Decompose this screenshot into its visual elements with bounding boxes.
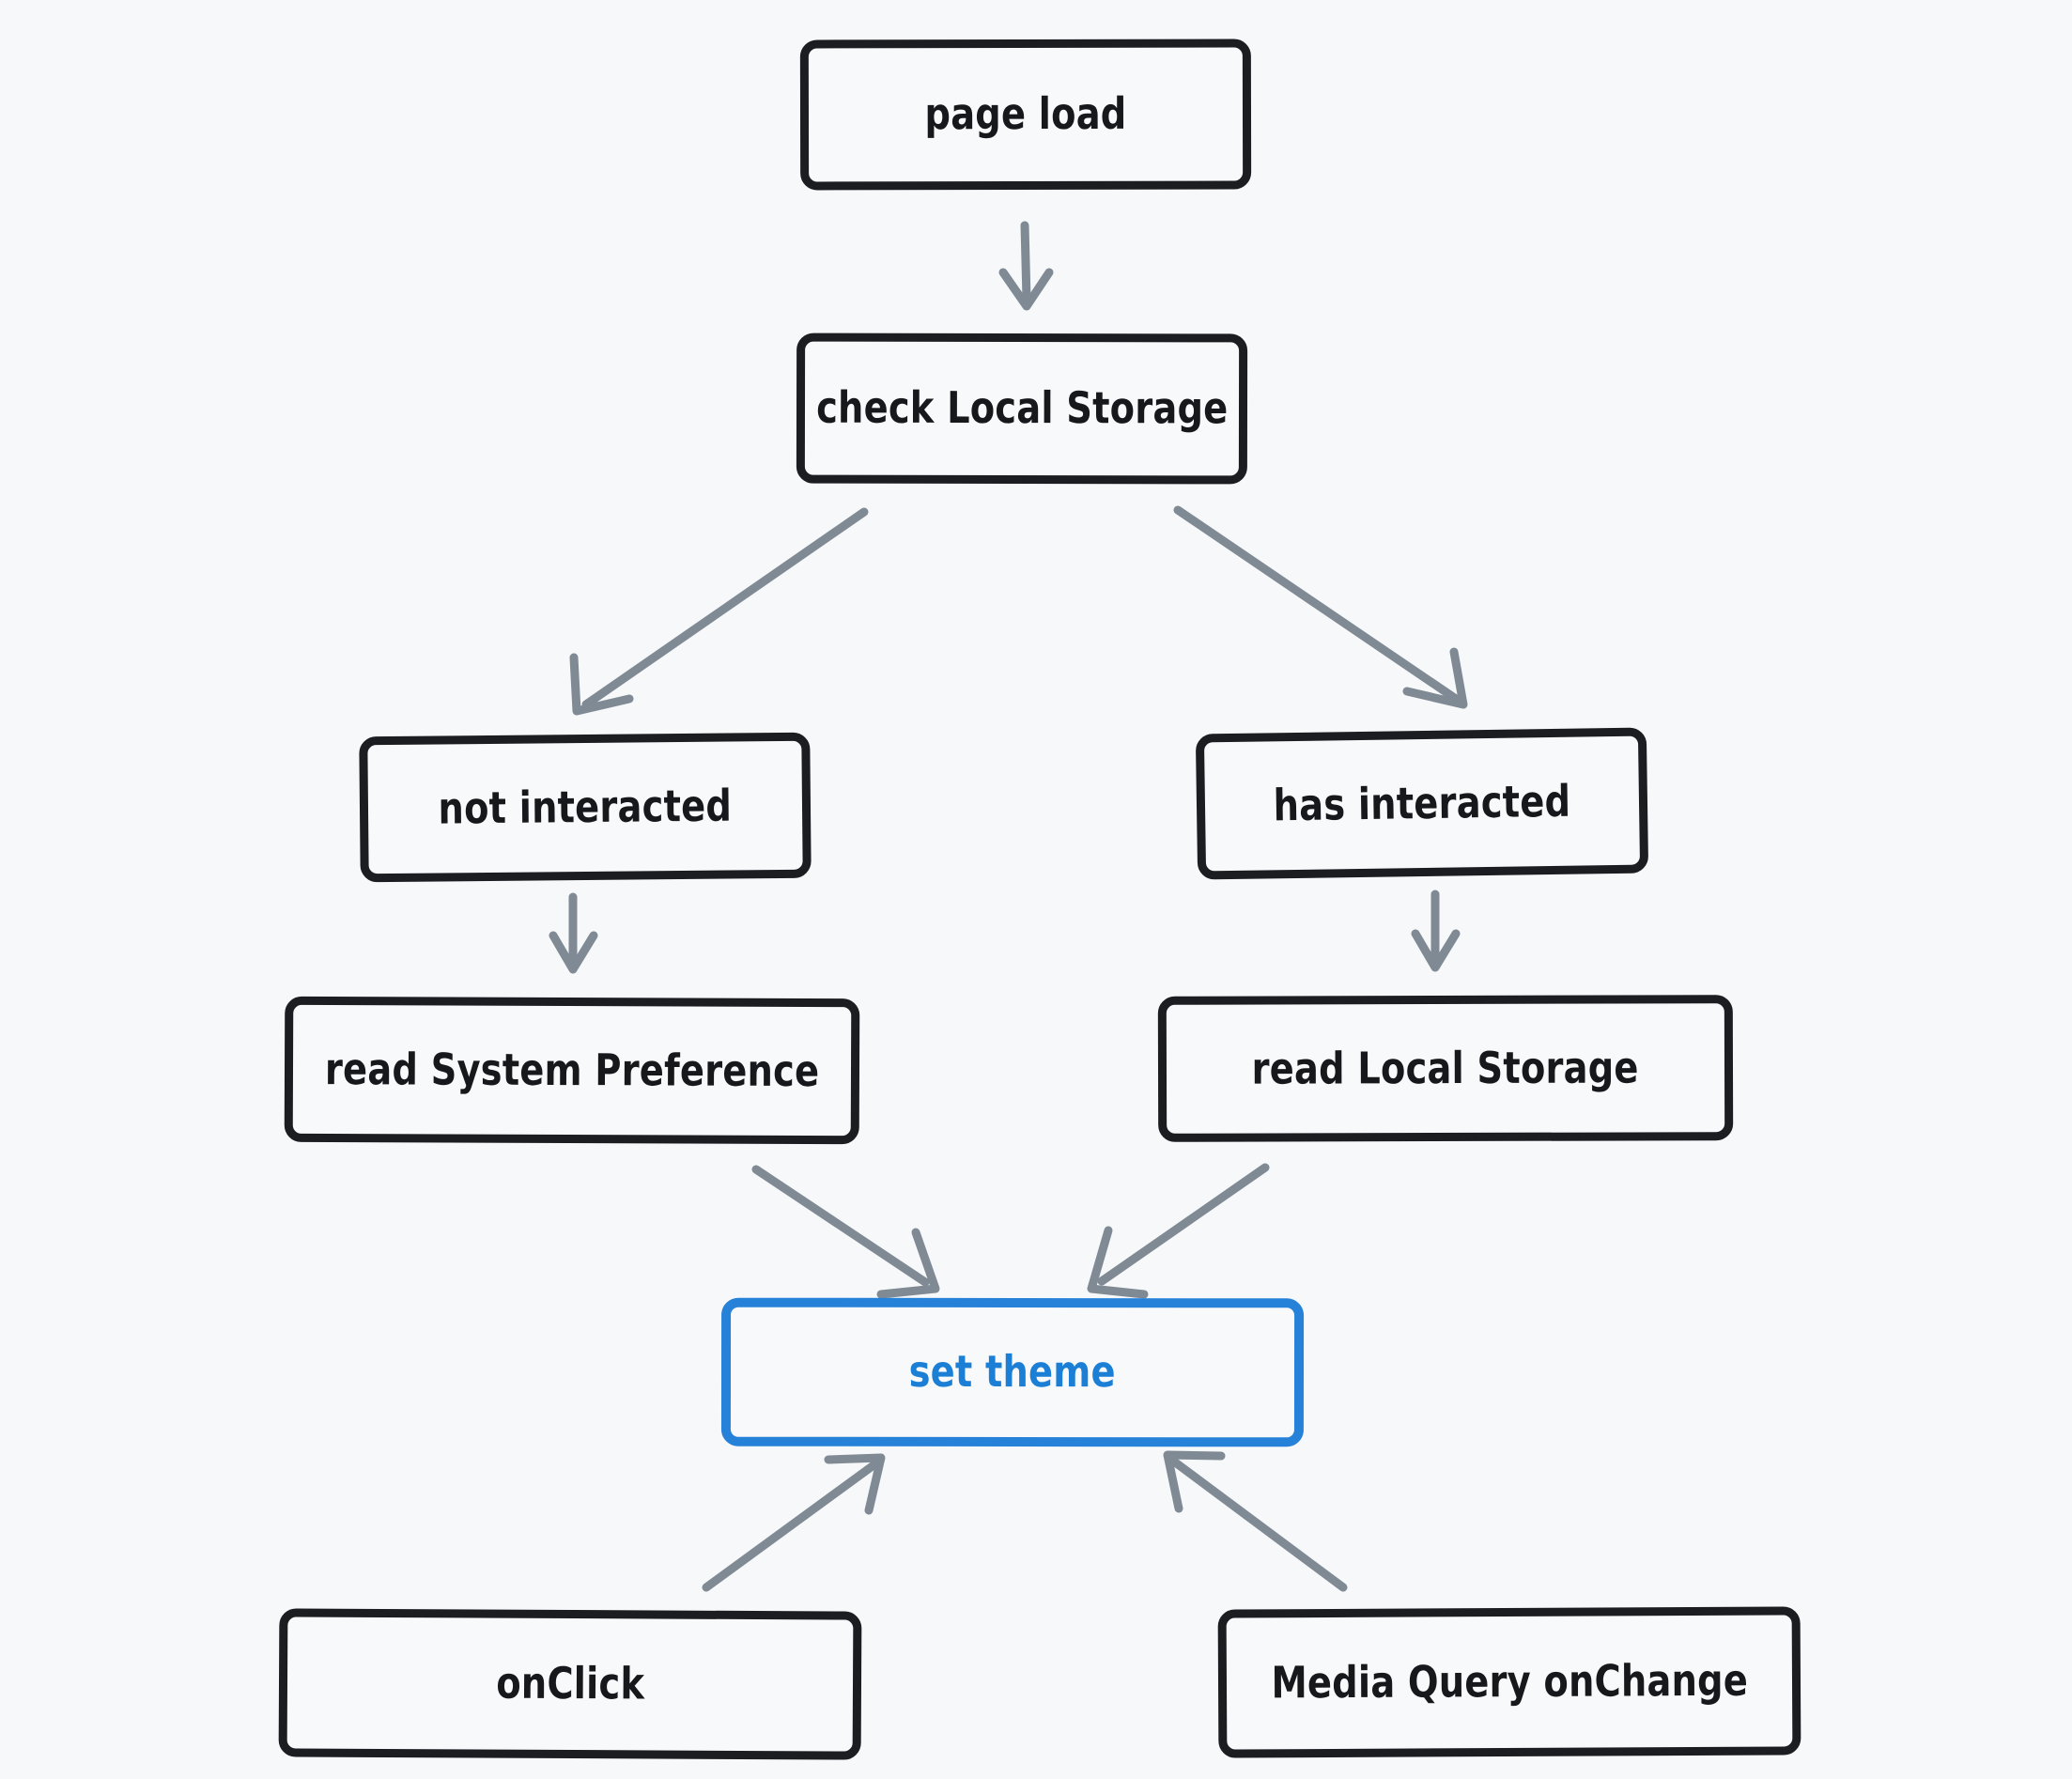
node-label-read-system-preference: read System Preference bbox=[324, 1044, 820, 1097]
node-not-interacted[interactable]: not interacted bbox=[359, 732, 812, 883]
node-set-theme[interactable]: set theme bbox=[720, 1297, 1305, 1447]
node-label-not-interacted: not interacted bbox=[438, 781, 733, 834]
node-label-media-query-onchange: Media Query onChange bbox=[1271, 1655, 1748, 1709]
node-label-page-load: page load bbox=[924, 89, 1127, 140]
node-label-check-local-storage: check Local Storage bbox=[815, 382, 1229, 435]
node-read-system-preference[interactable]: read System Preference bbox=[284, 996, 860, 1145]
node-label-read-local-storage: read Local Storage bbox=[1251, 1043, 1640, 1094]
edge-onclick-to-set-theme bbox=[702, 1453, 886, 1592]
node-label-set-theme: set theme bbox=[908, 1347, 1117, 1398]
node-label-has-interacted: has interacted bbox=[1273, 776, 1571, 831]
edge-not-interacted-to-read-system bbox=[549, 892, 598, 974]
node-check-local-storage[interactable]: check Local Storage bbox=[796, 333, 1248, 485]
edge-checkstorage-to-has-interacted bbox=[1173, 505, 1468, 709]
edge-read-system-to-set-theme bbox=[751, 1165, 940, 1299]
node-label-onclick: onClick bbox=[495, 1658, 645, 1710]
edge-read-storage-to-set-theme bbox=[1087, 1163, 1270, 1299]
node-page-load[interactable]: page load bbox=[799, 39, 1252, 191]
edge-mediaquery-to-set-theme bbox=[1163, 1450, 1348, 1592]
node-read-local-storage[interactable]: read Local Storage bbox=[1157, 995, 1734, 1142]
node-media-query-onchange[interactable]: Media Query onChange bbox=[1217, 1606, 1801, 1758]
edge-has-interacted-to-read-storage bbox=[1411, 890, 1461, 972]
edge-checkstorage-to-not-interacted bbox=[569, 507, 869, 716]
node-has-interacted[interactable]: has interacted bbox=[1195, 727, 1649, 880]
edge-pageload-to-checkstorage bbox=[998, 221, 1054, 311]
node-onclick[interactable]: onClick bbox=[278, 1608, 862, 1760]
